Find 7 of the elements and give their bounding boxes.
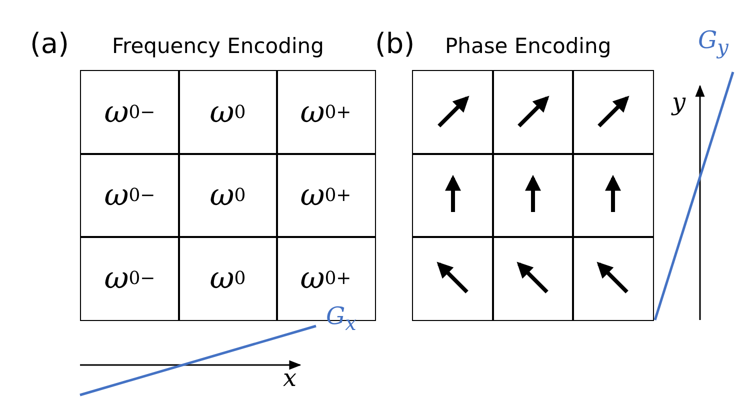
panel-title: Phase Encoding — [445, 36, 612, 57]
panel-title: Frequency Encoding — [112, 36, 324, 57]
axis-label: x — [283, 366, 297, 390]
axis-label: y — [672, 90, 686, 114]
axis-label: G$_{y}$ — [698, 28, 728, 57]
panel-label: (b) — [375, 30, 415, 58]
panel-label: (a) — [30, 30, 70, 58]
